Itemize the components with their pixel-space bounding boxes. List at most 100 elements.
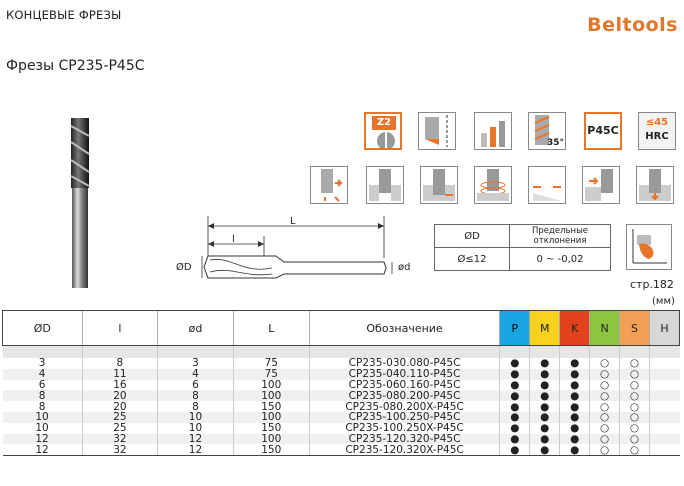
cell-S: ○	[619, 433, 650, 445]
page-reference: стр.182	[630, 278, 674, 291]
cell-L: 75	[232, 358, 310, 369]
cell-H	[648, 368, 680, 380]
end-mill-image	[70, 118, 90, 288]
cell-L: 150	[232, 444, 310, 457]
cell-S: ○	[619, 368, 650, 380]
cell-K: ●	[559, 433, 590, 445]
cell-D: 8	[2, 401, 83, 412]
cell-d: 12	[157, 433, 234, 445]
cell-designation: CP235-080.200-P45C	[308, 390, 500, 402]
col-header-M: M	[529, 310, 560, 346]
cell-M: ●	[529, 411, 560, 423]
col-header-l: l	[81, 310, 158, 346]
plunge-icon	[420, 166, 458, 204]
cell-d: 4	[157, 368, 234, 380]
cell-N: ○	[589, 358, 620, 369]
coating-label: P45C	[587, 124, 619, 137]
cell-P: ●	[499, 390, 530, 402]
cell-N: ○	[589, 390, 620, 402]
cell-L: 100	[232, 433, 310, 445]
cell-K: ●	[559, 401, 590, 412]
ramping-icon	[528, 166, 566, 204]
cell-D: 3	[2, 358, 83, 369]
drilling-icon	[636, 166, 674, 204]
brand-part-1: Bel	[587, 14, 623, 36]
cell-H	[648, 422, 680, 434]
cell-L: 150	[232, 422, 310, 434]
cell-M: ●	[529, 422, 560, 434]
cell-P: ●	[499, 422, 530, 434]
page-title: Фрезы CP235-P45C	[6, 58, 145, 74]
col-header-H: H	[648, 310, 681, 346]
tolerance-header-dev: Предельные отклонения	[509, 224, 611, 248]
cell-designation: CP235-120.320-P45C	[308, 433, 500, 445]
col-header-K: K	[559, 310, 590, 346]
brand-logo: Beltools	[587, 14, 678, 36]
cell-N: ○	[589, 379, 620, 391]
cell-d: 6	[157, 379, 234, 391]
cell-H	[648, 379, 680, 391]
cell-L: 75	[232, 368, 310, 380]
cell-l: 16	[81, 379, 158, 391]
col-header-L: L	[232, 310, 310, 346]
cell-l: 32	[81, 433, 158, 445]
cell-S: ○	[619, 411, 650, 423]
dim-l-label: l	[232, 234, 235, 245]
cell-P: ●	[499, 368, 530, 380]
col-header-d: ød	[157, 310, 234, 346]
tolerance-value: 0 ~ -0,02	[509, 247, 611, 271]
brand-part-2: tools	[622, 14, 678, 36]
cell-S: ○	[619, 379, 650, 391]
hardness-unit: HRC	[645, 131, 669, 142]
cell-designation: CP235-040.110-P45C	[308, 368, 500, 380]
col-header-S: S	[619, 310, 650, 346]
cell-S: ○	[619, 422, 650, 434]
cell-P: ●	[499, 401, 530, 412]
cell-L: 100	[232, 390, 310, 402]
cell-N: ○	[589, 401, 620, 412]
cell-S: ○	[619, 358, 650, 369]
cell-D: 6	[2, 379, 83, 391]
section-title: КОНЦЕВЫЕ ФРЕЗЫ	[6, 8, 122, 22]
cell-l: 20	[81, 401, 158, 412]
cell-K: ●	[559, 379, 590, 391]
tolerance-table: ØD Предельные отклонения Ø≤12 0 ~ -0,02	[434, 224, 611, 271]
helix-angle-label: 35°	[546, 138, 564, 148]
cell-d: 10	[157, 411, 234, 423]
cell-d: 10	[157, 422, 234, 434]
cell-D: 10	[2, 411, 83, 423]
cell-S: ○	[619, 401, 650, 412]
cell-l: 25	[81, 422, 158, 434]
cell-M: ●	[529, 433, 560, 445]
cell-l: 11	[81, 368, 158, 380]
cell-P: ●	[499, 411, 530, 423]
cell-l: 32	[81, 444, 158, 457]
cell-M: ●	[529, 358, 560, 369]
cell-M: ●	[529, 390, 560, 402]
cell-designation: CP235-080.200X-P45C	[308, 401, 500, 412]
cell-M: ●	[529, 368, 560, 380]
feed-steps-icon	[474, 112, 512, 150]
cell-D: 12	[2, 433, 83, 445]
col-header-D: ØD	[2, 310, 83, 346]
cell-N: ○	[589, 433, 620, 445]
cell-S: ○	[619, 444, 650, 457]
tool-drawing	[201, 216, 393, 279]
cell-designation: CP235-120.320X-P45C	[308, 444, 500, 457]
cell-l: 25	[81, 411, 158, 423]
cell-K: ●	[559, 368, 590, 380]
cell-K: ●	[559, 390, 590, 402]
cell-K: ●	[559, 444, 590, 457]
cell-N: ○	[589, 422, 620, 434]
cell-d: 3	[157, 358, 234, 369]
cell-designation: CP235-100.250X-P45C	[308, 422, 500, 434]
cell-d: 8	[157, 401, 234, 412]
